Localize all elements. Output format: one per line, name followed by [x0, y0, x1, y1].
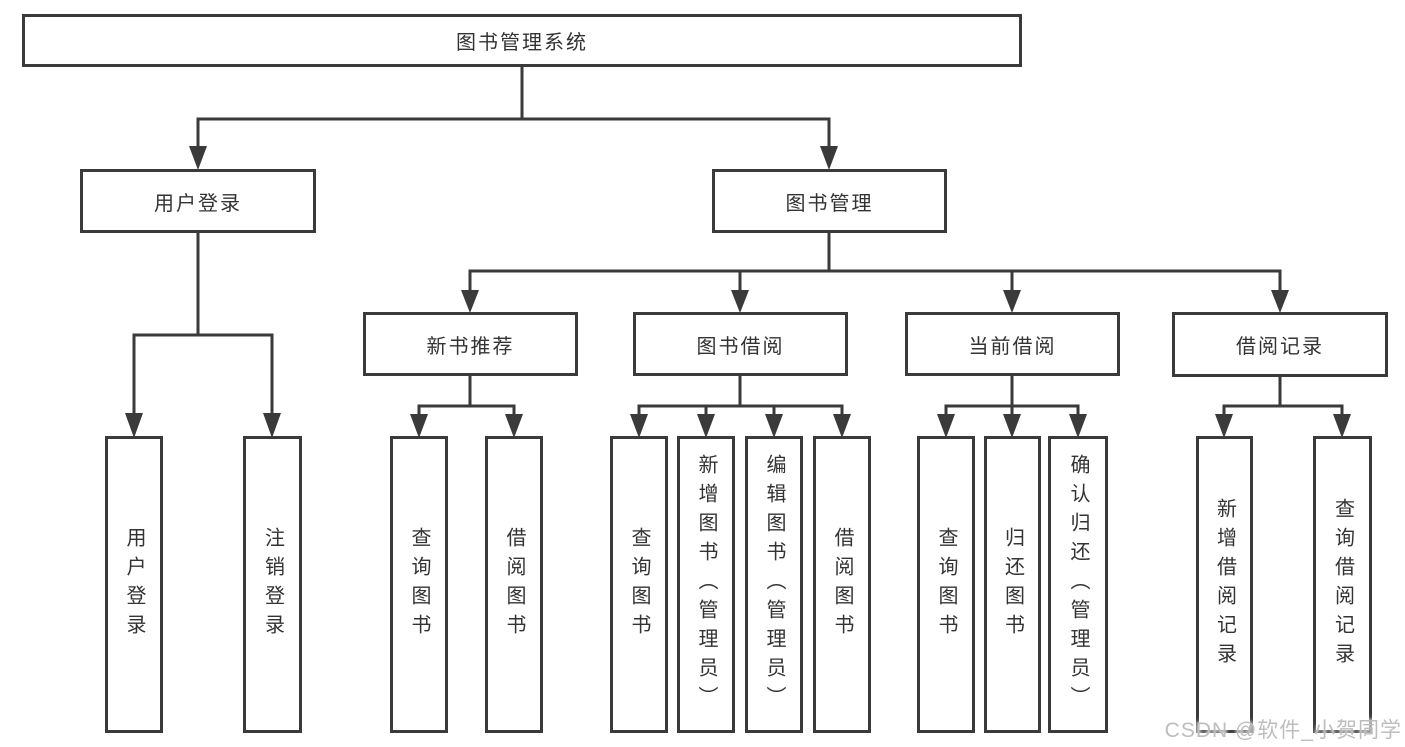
leaf-recommend-query-books-label: 查询图书	[408, 526, 430, 643]
leaf-user-login: 用户登录	[105, 436, 163, 733]
leaf-borrow-add-books-admin-label: 新增图书（管理员）	[695, 454, 717, 715]
node-new-book-recommend-label: 新书推荐	[426, 335, 515, 358]
node-library-system-label: 图书管理系统	[456, 32, 588, 54]
node-book-management-label: 图书管理	[785, 192, 874, 215]
leaf-logout: 注销登录	[243, 436, 302, 733]
leaf-borrow-edit-books-admin: 编辑图书（管理员）	[745, 436, 803, 733]
node-user-login-label: 用户登录	[154, 192, 242, 215]
leaf-current-query-books: 查询图书	[917, 436, 975, 733]
node-borrow-records-label: 借阅记录	[1236, 336, 1324, 358]
leaf-user-login-label: 用户登录	[123, 526, 145, 643]
leaf-current-query-books-label: 查询图书	[935, 526, 957, 643]
leaf-current-confirm-return-admin: 确认归还（管理员）	[1048, 436, 1108, 733]
leaf-recommend-borrow-books-label: 借阅图书	[503, 526, 525, 643]
leaf-borrow-query-books: 查询图书	[610, 436, 668, 733]
leaf-records-query-borrow-record-label: 查询借阅记录	[1331, 497, 1354, 672]
watermark: CSDN @软件_小贺同学	[1164, 719, 1402, 742]
leaf-borrow-edit-books-admin-label: 编辑图书（管理员）	[763, 454, 785, 715]
node-current-borrow: 当前借阅	[905, 312, 1120, 376]
leaf-recommend-query-books: 查询图书	[390, 436, 448, 733]
leaf-records-add-borrow-record-label: 新增借阅记录	[1213, 497, 1236, 672]
leaf-records-query-borrow-record: 查询借阅记录	[1313, 436, 1372, 733]
leaf-borrow-borrow-books: 借阅图书	[813, 436, 871, 733]
node-book-borrow: 图书借阅	[633, 312, 848, 376]
node-user-login: 用户登录	[80, 169, 316, 233]
node-book-management: 图书管理	[712, 169, 947, 233]
node-new-book-recommend: 新书推荐	[363, 312, 578, 376]
node-borrow-records: 借阅记录	[1172, 312, 1388, 377]
leaf-current-confirm-return-admin-label: 确认归还（管理员）	[1067, 454, 1089, 715]
leaf-current-return-books-label: 归还图书	[1001, 526, 1024, 643]
leaf-current-return-books: 归还图书	[984, 436, 1041, 733]
leaf-records-add-borrow-record: 新增借阅记录	[1196, 436, 1253, 733]
leaf-borrow-borrow-books-label: 借阅图书	[831, 526, 853, 643]
leaf-borrow-query-books-label: 查询图书	[628, 526, 650, 643]
node-library-system: 图书管理系统	[22, 14, 1022, 67]
leaf-borrow-add-books-admin: 新增图书（管理员）	[677, 436, 735, 733]
leaf-logout-label: 注销登录	[261, 526, 284, 643]
leaf-recommend-borrow-books: 借阅图书	[485, 436, 543, 733]
node-current-borrow-label: 当前借阅	[968, 335, 1057, 358]
node-book-borrow-label: 图书借阅	[696, 335, 785, 358]
